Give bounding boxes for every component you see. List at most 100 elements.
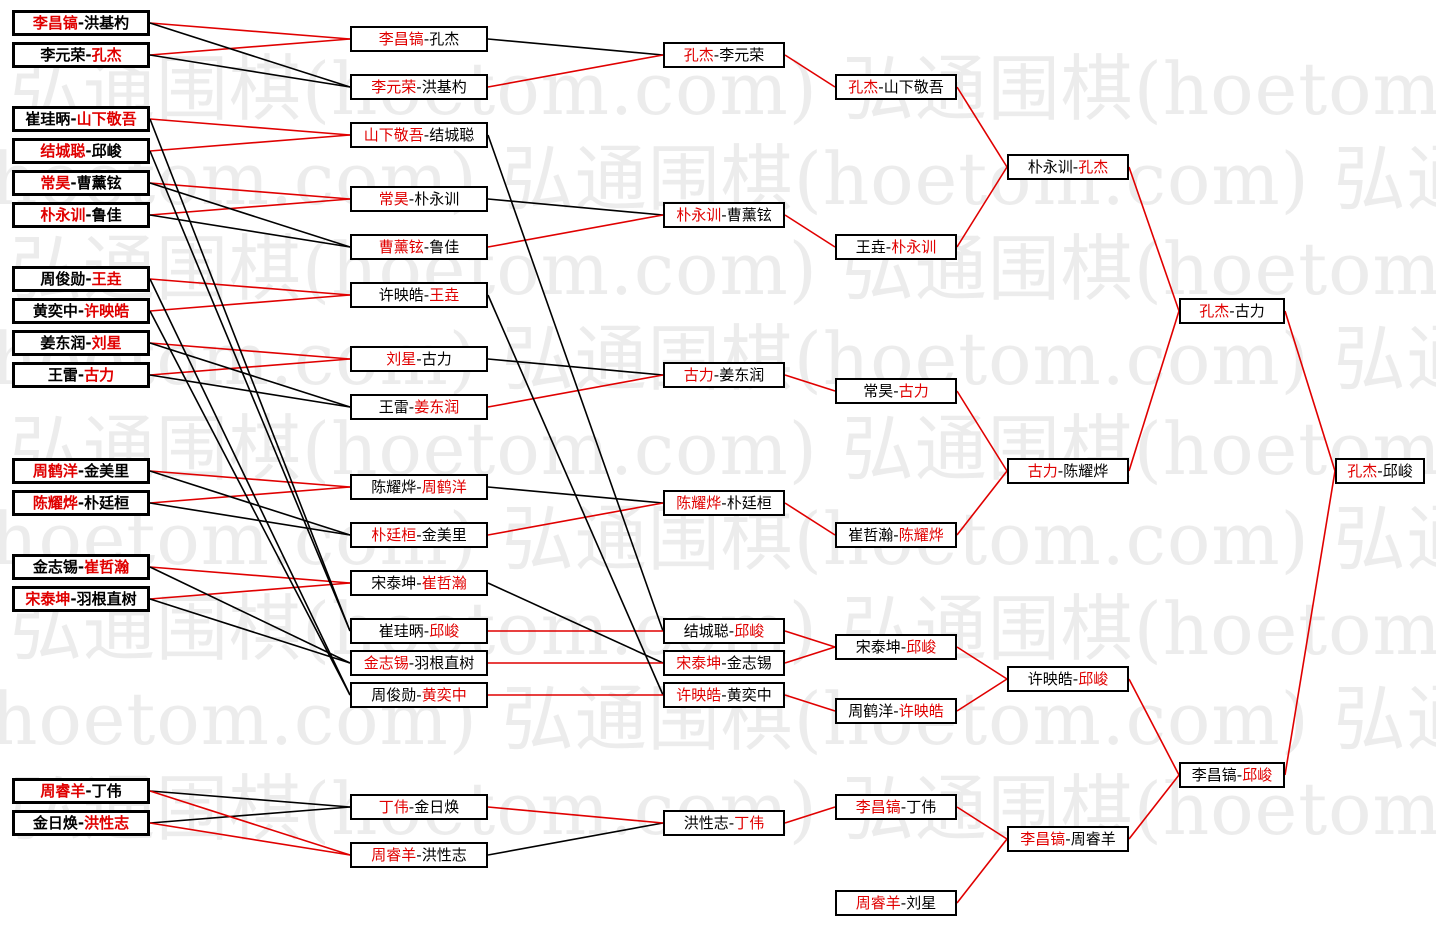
bracket-connector <box>149 38 351 56</box>
bracket-connector <box>149 582 351 600</box>
match-box: 王雷-姜东润 <box>350 394 488 420</box>
match-box: 崔珪昞-山下敬吾 <box>12 106 150 132</box>
bracket-connector <box>784 502 836 536</box>
bracket-connector <box>487 38 664 56</box>
player-name: 朴永训 <box>414 189 460 208</box>
player-name: 金美里 <box>421 525 467 544</box>
match-box: 李昌镐-洪基杓 <box>12 10 150 36</box>
match-box: 金志锡-羽根直树 <box>350 650 488 676</box>
player-name: 古力 <box>421 349 452 368</box>
player-name: 周鹤洋 <box>32 461 78 480</box>
player-name: 朴永训 <box>676 205 722 224</box>
player-name: 丁伟 <box>378 797 409 816</box>
match-box: 周睿羊-丁伟 <box>12 778 150 804</box>
bracket-connector <box>487 198 664 216</box>
player-name: 曹薰铉 <box>76 173 122 192</box>
match-box: 结城聪-邱峻 <box>663 618 785 644</box>
separator-dash: - <box>878 77 884 96</box>
player-name: 周睿羊 <box>371 845 417 864</box>
match-box: 朴永训-曹薰铉 <box>663 202 785 228</box>
bracket-connector <box>956 646 1008 680</box>
separator-dash: - <box>728 813 735 832</box>
match-box: 朴永训-孔杰 <box>1007 154 1129 180</box>
bracket-connector <box>149 790 351 808</box>
separator-dash: - <box>423 237 430 256</box>
separator-dash: - <box>1072 669 1079 688</box>
player-name: 李元荣 <box>40 45 86 64</box>
player-name: 孔杰 <box>1199 301 1230 320</box>
player-name: 山下敬吾 <box>363 125 424 144</box>
match-box: 宋泰坤-邱峻 <box>835 634 957 660</box>
bracket-connector <box>487 54 664 88</box>
player-name: 王雷 <box>378 397 409 416</box>
match-box: 周睿羊-洪性志 <box>350 842 488 868</box>
player-name: 孔杰 <box>1078 157 1109 176</box>
player-name: 李昌镐 <box>32 13 78 32</box>
match-box: 李元荣-孔杰 <box>12 42 150 68</box>
player-name: 周鹤洋 <box>421 477 467 496</box>
player-name: 朴廷桓 <box>84 493 130 512</box>
player-name: 宋泰坤 <box>855 637 901 656</box>
separator-dash: - <box>416 573 422 592</box>
player-name: 朴永训 <box>40 205 86 224</box>
player-name: 古力 <box>1027 461 1058 480</box>
match-box: 曹薰铉-鲁佳 <box>350 234 488 260</box>
player-name: 结城聪 <box>683 621 729 640</box>
bracket-connector <box>149 118 351 632</box>
bracket-connector <box>149 22 351 40</box>
bracket-connector <box>487 806 664 824</box>
player-name: 曹薰铉 <box>378 237 424 256</box>
player-name: 金美里 <box>84 461 130 480</box>
separator-dash: - <box>85 45 92 64</box>
bracket-connector <box>1284 310 1336 472</box>
player-name: 宋泰坤 <box>676 653 722 672</box>
player-name: 古力 <box>1234 301 1265 320</box>
player-name: 常昊 <box>378 189 409 208</box>
match-box: 丁伟-金日焕 <box>350 794 488 820</box>
bracket-connector <box>956 806 1008 840</box>
separator-dash: - <box>77 461 85 480</box>
player-name: 邱峻 <box>906 637 937 656</box>
separator-dash: - <box>713 365 720 384</box>
match-box: 朴永训-鲁佳 <box>12 202 150 228</box>
bracket-connector <box>784 630 836 648</box>
match-box: 李昌镐-周睿羊 <box>1007 826 1129 852</box>
match-box: 周睿羊-刘星 <box>835 890 957 916</box>
separator-dash: - <box>721 493 727 512</box>
separator-dash: - <box>77 557 85 576</box>
bracket-connector <box>956 86 1008 168</box>
player-name: 孔杰 <box>429 29 460 48</box>
bracket-connector <box>1284 470 1336 776</box>
player-name: 周睿羊 <box>855 893 901 912</box>
separator-dash: - <box>713 45 720 64</box>
bracket-connector <box>149 566 351 664</box>
separator-dash: - <box>416 349 422 368</box>
match-box: 结城聪-邱峻 <box>12 138 150 164</box>
separator-dash: - <box>408 653 415 672</box>
player-name: 结城聪 <box>429 125 475 144</box>
bracket-connector <box>149 22 351 88</box>
separator-dash: - <box>721 205 727 224</box>
bracket-connector <box>149 342 351 360</box>
separator-dash: - <box>77 493 85 512</box>
player-name: 常昊 <box>40 173 71 192</box>
player-name: 刘星 <box>386 349 417 368</box>
separator-dash: - <box>70 173 77 192</box>
player-name: 朴永训 <box>891 237 937 256</box>
match-box: 崔珪昞-邱峻 <box>350 618 488 644</box>
separator-dash: - <box>893 381 899 400</box>
player-name: 李元荣 <box>719 45 765 64</box>
match-box: 金日焕-洪性志 <box>12 810 150 836</box>
player-name: 宋泰坤 <box>25 589 71 608</box>
separator-dash: - <box>1236 765 1243 784</box>
match-box: 李昌镐-丁伟 <box>835 794 957 820</box>
bracket-connector <box>956 166 1008 248</box>
separator-dash: - <box>885 237 892 256</box>
separator-dash: - <box>1377 461 1383 480</box>
match-box: 宋泰坤-金志锡 <box>663 650 785 676</box>
player-name: 许映皓 <box>898 701 944 720</box>
player-name: 鲁佳 <box>91 205 122 224</box>
player-name: 崔哲瀚 <box>84 557 130 576</box>
bracket-connector <box>149 358 351 376</box>
player-name: 孔杰 <box>683 45 714 64</box>
